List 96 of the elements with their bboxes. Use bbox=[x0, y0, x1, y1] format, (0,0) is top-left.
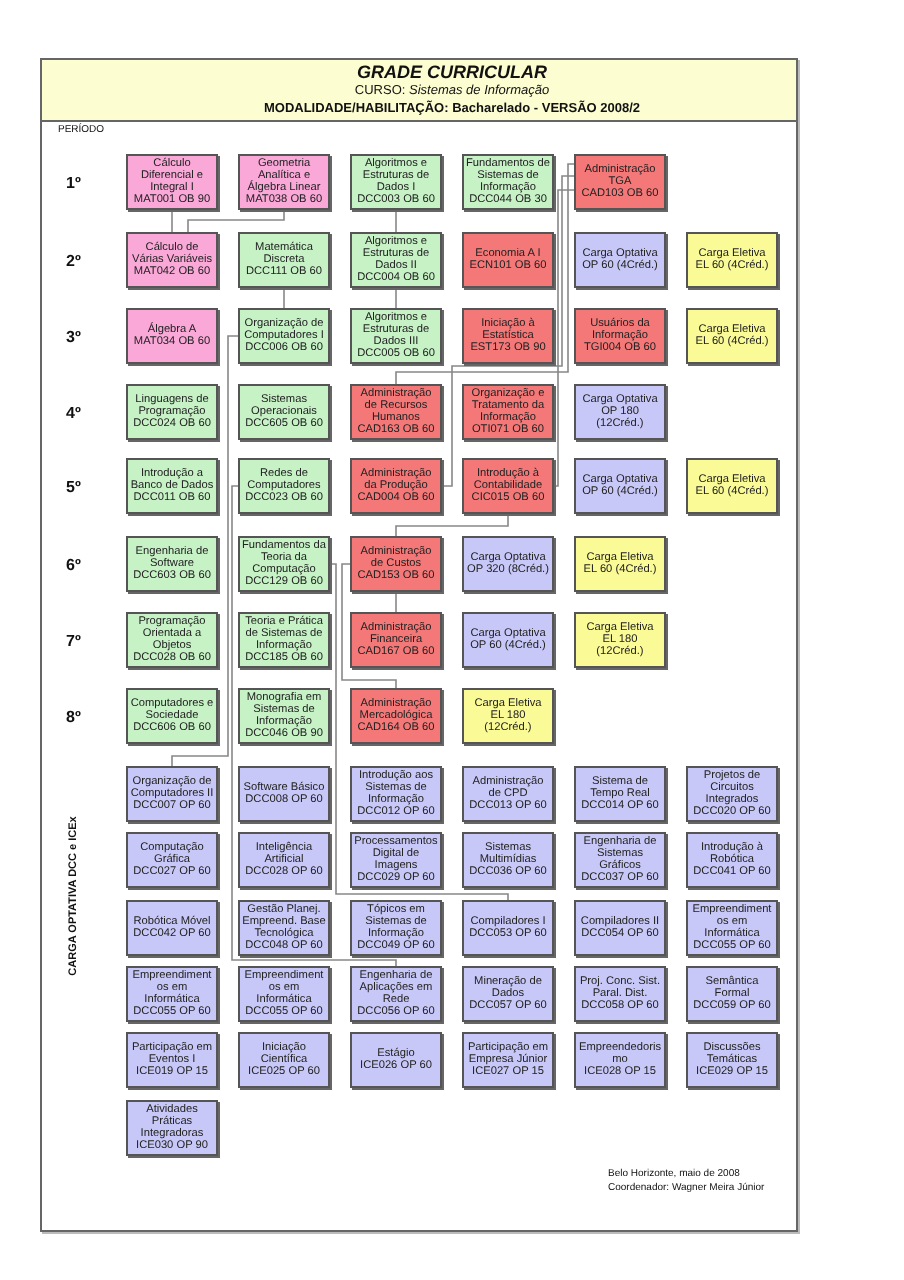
course-box bbox=[462, 766, 554, 822]
course-box bbox=[126, 966, 218, 1022]
course-box bbox=[574, 966, 666, 1022]
course-box bbox=[574, 900, 666, 956]
course-box bbox=[238, 1032, 330, 1088]
prerequisite-line bbox=[283, 287, 285, 309]
title: GRADE CURRICULAR bbox=[355, 62, 549, 82]
course-box bbox=[126, 384, 218, 440]
course-box bbox=[462, 966, 554, 1022]
period-number: 2º bbox=[66, 252, 81, 270]
prerequisite-line bbox=[171, 209, 173, 233]
course-box bbox=[462, 308, 554, 364]
course-box bbox=[462, 688, 554, 744]
course-box bbox=[350, 1032, 442, 1088]
course-box bbox=[126, 1100, 218, 1156]
course-box bbox=[350, 536, 442, 592]
period-number: 8º bbox=[66, 708, 81, 726]
prerequisite-line bbox=[395, 209, 397, 233]
course-box bbox=[686, 458, 778, 514]
course-box bbox=[574, 536, 666, 592]
period-number: 1º bbox=[66, 174, 81, 192]
course-box bbox=[574, 766, 666, 822]
prerequisite-line bbox=[395, 287, 397, 309]
course-box bbox=[350, 308, 442, 364]
course-box bbox=[574, 458, 666, 514]
course-box bbox=[462, 900, 554, 956]
course-box bbox=[686, 900, 778, 956]
period-number: 6º bbox=[66, 556, 81, 574]
course-box bbox=[238, 688, 330, 744]
course-box bbox=[238, 832, 330, 888]
course-box bbox=[686, 1032, 778, 1088]
course-box bbox=[462, 536, 554, 592]
course-box bbox=[238, 154, 330, 210]
course-box bbox=[350, 832, 442, 888]
course-box bbox=[350, 766, 442, 822]
course-box bbox=[574, 308, 666, 364]
course-box bbox=[350, 688, 442, 744]
prerequisite-line bbox=[553, 189, 575, 487]
course-box bbox=[238, 900, 330, 956]
course-box bbox=[462, 458, 554, 514]
course-box bbox=[350, 384, 442, 440]
course-box bbox=[462, 154, 554, 210]
course-box bbox=[686, 232, 778, 288]
course-box bbox=[350, 232, 442, 288]
course-box bbox=[350, 154, 442, 210]
course-box bbox=[350, 966, 442, 1022]
course-box bbox=[686, 966, 778, 1022]
course-box bbox=[238, 232, 330, 288]
course-box bbox=[238, 966, 330, 1022]
course-box bbox=[686, 308, 778, 364]
prerequisite-line bbox=[395, 513, 509, 537]
course-box bbox=[126, 308, 218, 364]
course-box bbox=[574, 154, 666, 210]
course-box bbox=[574, 232, 666, 288]
course-box bbox=[126, 232, 218, 288]
course-box bbox=[462, 384, 554, 440]
prerequisite-line bbox=[341, 563, 397, 689]
course-box bbox=[462, 1032, 554, 1088]
course-box bbox=[350, 900, 442, 956]
course-box bbox=[350, 612, 442, 668]
prerequisite-line bbox=[395, 591, 397, 613]
prerequisite-line bbox=[171, 335, 239, 767]
course-box bbox=[126, 766, 218, 822]
prerequisite-line bbox=[441, 175, 575, 487]
period-number: 4º bbox=[66, 404, 81, 422]
course-box bbox=[574, 384, 666, 440]
course-box bbox=[126, 536, 218, 592]
course-box bbox=[574, 1032, 666, 1088]
course-box bbox=[462, 232, 554, 288]
course-box bbox=[462, 832, 554, 888]
prerequisite-line bbox=[187, 209, 285, 233]
course-box bbox=[574, 612, 666, 668]
course-box bbox=[126, 832, 218, 888]
period-number: 5º bbox=[66, 478, 81, 496]
course-box bbox=[238, 536, 330, 592]
period-number: 3º bbox=[66, 328, 81, 346]
course-box bbox=[238, 384, 330, 440]
course-box bbox=[574, 832, 666, 888]
course-box bbox=[462, 612, 554, 668]
course-box bbox=[126, 900, 218, 956]
course-box bbox=[686, 832, 778, 888]
course-box bbox=[238, 612, 330, 668]
course-box bbox=[126, 458, 218, 514]
course-box bbox=[238, 766, 330, 822]
course-box bbox=[126, 688, 218, 744]
prerequisite-line bbox=[395, 163, 575, 385]
prerequisite-line bbox=[329, 563, 509, 901]
course-box bbox=[126, 612, 218, 668]
prerequisite-line bbox=[231, 485, 397, 967]
course-box bbox=[686, 766, 778, 822]
course-box bbox=[238, 458, 330, 514]
course-box bbox=[238, 308, 330, 364]
period-number: 7º bbox=[66, 632, 81, 650]
course-box bbox=[126, 154, 218, 210]
course-box bbox=[126, 1032, 218, 1088]
course-box bbox=[350, 458, 442, 514]
